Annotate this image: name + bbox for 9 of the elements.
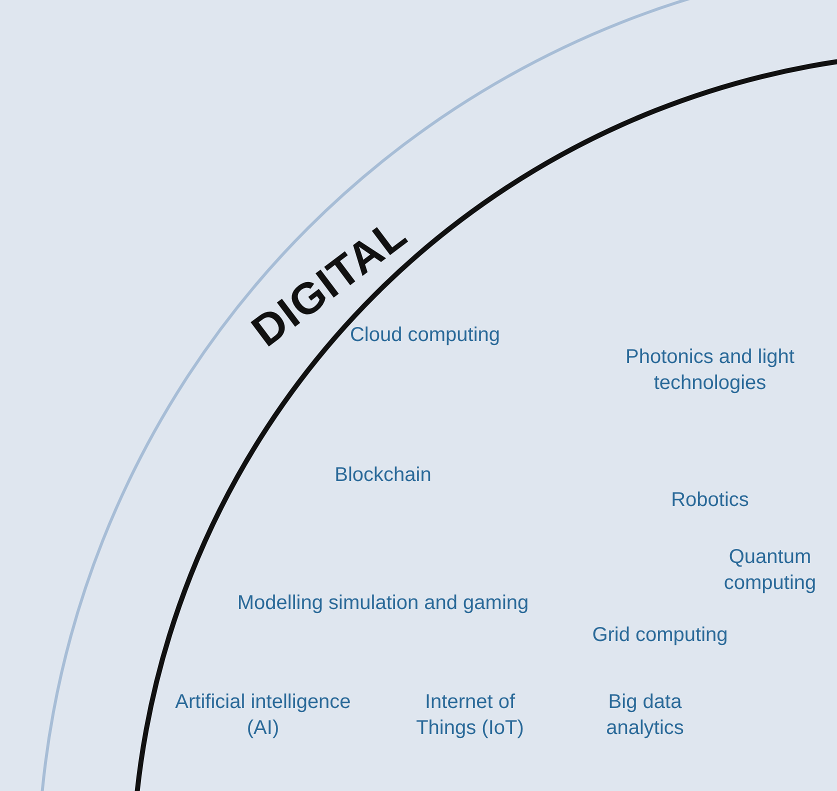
technology-label: Artificial intelligence (AI) (174, 690, 352, 741)
technology-label: Internet of Things (IoT) (415, 690, 525, 741)
technology-label: Grid computing (591, 623, 729, 648)
technology-label: Modelling simulation and gaming (236, 591, 530, 616)
technology-label: Blockchain (334, 463, 432, 488)
technology-label: Quantum computing (722, 545, 818, 596)
technology-label: Photonics and light technologies (624, 345, 796, 396)
technology-label: Big data analytics (605, 690, 685, 741)
technology-label: Robotics (670, 488, 750, 513)
